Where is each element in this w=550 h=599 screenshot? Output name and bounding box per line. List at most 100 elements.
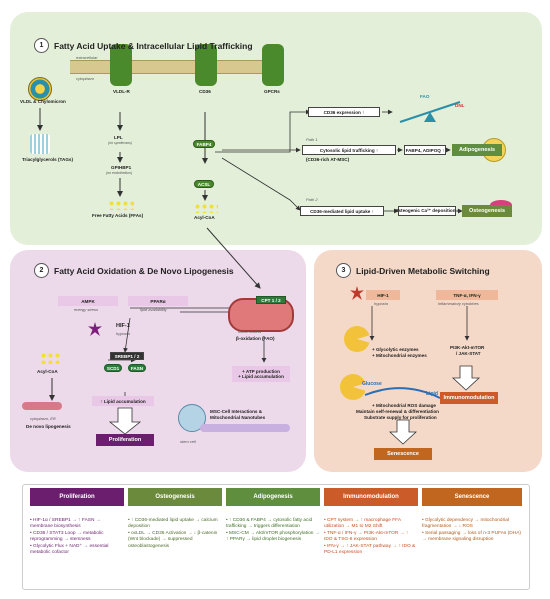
acylcoa-label: Acyl-CoA bbox=[194, 215, 215, 220]
pi3k-label: PI3K-Akt-mTOR bbox=[450, 345, 485, 350]
panel-2-number: 2 bbox=[34, 263, 49, 278]
fasn-badge: FASN bbox=[128, 364, 146, 372]
panel-1-number: 1 bbox=[34, 38, 49, 53]
dnl-2-label: De novo lipogenesis bbox=[26, 424, 71, 429]
acylcoa-dots-icon bbox=[194, 203, 218, 213]
header-proliferation: Proliferation bbox=[30, 488, 124, 506]
hif1-3-box: HIF-1 bbox=[366, 290, 400, 300]
list-item: • CD36 / STAT3 Loop → metabolic reprogra… bbox=[30, 530, 104, 543]
atp-line-2: + Lipid accumulation bbox=[238, 374, 284, 379]
cd36-label: CD36 bbox=[199, 89, 211, 94]
list-item: • TNF-α / IFN-γ → PI3K-Akt-mTOR → ↑ IDO … bbox=[324, 530, 409, 543]
extracellular-label: extracellular bbox=[76, 55, 98, 60]
scd1-badge: SCD1 bbox=[104, 364, 122, 372]
summary-table-border bbox=[22, 484, 530, 590]
gpihbp1-sublabel: (on endothelium) bbox=[106, 171, 133, 175]
vldl-label: VLDL & Chylomicron bbox=[20, 99, 66, 104]
ros-line-3: Substrate supply for proliferation bbox=[364, 415, 437, 420]
panel-3-number: 3 bbox=[336, 263, 351, 278]
hif1-3-sublabel: hypoxia bbox=[374, 301, 388, 306]
column-senescence: • Glycolytic dependency → mitochondrial … bbox=[422, 518, 522, 544]
srebp-badge: SREBP1 / 2 bbox=[110, 352, 144, 360]
ros-line-2: Maintain self-renewal & differentiation bbox=[356, 409, 439, 414]
column-adipogenesis: • ↑ CD36 & FABP4 → cytosolic fatty acid … bbox=[226, 518, 320, 544]
ffa-dots-icon bbox=[108, 200, 134, 210]
ffas-label: Free Fatty Acids (FFAs) bbox=[92, 213, 144, 218]
tnf-sublabel: inflammatory cytokines bbox=[438, 301, 479, 306]
cd36-expression-box: CD36 expression ↑ bbox=[308, 107, 380, 117]
atp-box: + ATP production + Lipid accumulation bbox=[232, 366, 290, 382]
ros-line-1: + Mitochondrial ROS damage bbox=[372, 403, 436, 408]
panel-1-header: 1 Fatty Acid Uptake & Intracellular Lipi… bbox=[34, 38, 253, 53]
acsl-badge: ACSL bbox=[194, 180, 214, 188]
lipid-accumulation-box: ↑ Lipid accumulation bbox=[92, 396, 154, 406]
immunomodulation-badge: Immunomodulation bbox=[440, 392, 498, 404]
column-osteogenesis: • ↑ CD36-mediated lipid uptake → calcium… bbox=[128, 518, 222, 550]
jakstat-label: / JAK-STAT bbox=[456, 351, 481, 356]
gpcrs-label: GPCRs bbox=[264, 89, 280, 94]
lpl-sublabel: (on syndecans) bbox=[108, 141, 132, 145]
glucose-label: Glucose bbox=[362, 381, 382, 387]
panel-3-background bbox=[314, 250, 542, 472]
header-osteogenesis: Osteogenesis bbox=[128, 488, 222, 506]
path1-label: Path 1 bbox=[306, 137, 318, 142]
tnf-box: TNF-α, IFN-γ bbox=[436, 290, 498, 300]
path2-label: Path 2 bbox=[306, 197, 318, 202]
path2-uptake-box: CD36-mediated lipid uptake ↑ bbox=[300, 206, 384, 216]
path1-fabp4-box: FABP4, ADIPOQ ↑ bbox=[404, 145, 446, 155]
list-item: • Glycolytic dependency → mitochondrial … bbox=[422, 518, 509, 530]
lpl-label: LPL bbox=[114, 135, 123, 140]
path1-trafficking-box: Cytosolic lipid trafficking ↑ bbox=[302, 145, 396, 155]
ampk-sublabel: energy stress bbox=[74, 307, 99, 312]
msc-nanotubes-label: Mitochondrial Nanotubes bbox=[210, 415, 266, 420]
column-immunomodulation: • CPT system → ↑ macrophage FFA utilizat… bbox=[324, 518, 418, 557]
tags-label: Triacylglycerols (TAGs) bbox=[22, 157, 73, 162]
stem-cell-label: stem cell bbox=[180, 439, 196, 444]
panel-3-title: Lipid-Driven Metabolic Switching bbox=[356, 265, 490, 276]
fao-label: FAO bbox=[420, 94, 430, 99]
triacylglycerol-icon bbox=[30, 134, 50, 154]
list-item: • IFN-γ → ↑ JAK-STAT pathway → ↑ IDO & P… bbox=[324, 543, 416, 556]
acylcoa-dots-2-icon bbox=[40, 352, 62, 364]
path2-calcium-box: Osteogenic Ca²⁺ deposition ↑ bbox=[395, 206, 459, 216]
list-item: • HIF-1α / SREBP1 → ↑ FASN → membrane bi… bbox=[30, 518, 101, 530]
cytoplasm-label: cytoplasm bbox=[76, 76, 95, 81]
vldl-receptor-icon bbox=[110, 44, 132, 86]
glycolytic-label: + Glycolytic enzymes bbox=[372, 347, 419, 352]
mito-enzymes-label: + Mitochondrial enzymes bbox=[372, 353, 427, 358]
list-item: • Glycolytic Flux + NAD⁺ → essential met… bbox=[30, 543, 109, 556]
list-item: • MSC-CM → Akt/mTOR phosphorylation → ↑ … bbox=[226, 530, 320, 543]
panel-2-title: Fatty Acid Oxidation & De Novo Lipogenes… bbox=[54, 265, 234, 276]
dnl-label: DNL bbox=[455, 103, 465, 108]
proliferation-badge: Proliferation bbox=[96, 434, 154, 446]
lipid-label: Lipid bbox=[426, 391, 438, 397]
gpihbp1-label: GPIHBP1 bbox=[111, 165, 132, 170]
bfao-label: β-oxidation (FAO) bbox=[236, 336, 275, 341]
list-item: • ↑ CD36-mediated lipid uptake → calcium… bbox=[128, 518, 218, 530]
adipogenesis-badge: Adipogenesis bbox=[452, 144, 502, 156]
list-item: • oxLDL → CD36 Activation → ↓ β-catenin … bbox=[128, 530, 218, 549]
panel-1-title: Fatty Acid Uptake & Intracellular Lipid … bbox=[54, 40, 253, 51]
ppara-sublabel: lipid availability bbox=[140, 307, 167, 312]
fabp4-badge: FABP4 bbox=[193, 140, 215, 148]
cyto-er-label: cytoplasm, ER bbox=[30, 416, 56, 421]
list-item: • CPT system → ↑ macrophage FFA utilizat… bbox=[324, 518, 401, 530]
path1-trafficking-sublabel: (CD36-rich AT-MSC) bbox=[306, 157, 350, 162]
er-icon bbox=[22, 402, 62, 410]
ampk-box: AMPK bbox=[58, 296, 118, 306]
nanotube-icon bbox=[200, 424, 290, 432]
hif1-label: HIF-1 bbox=[116, 323, 130, 329]
atp-line-1: + ATP production bbox=[242, 368, 280, 374]
osteogenesis-badge: Osteogenesis bbox=[462, 205, 512, 217]
panel-2-header: 2 Fatty Acid Oxidation & De Novo Lipogen… bbox=[34, 263, 234, 278]
mitochondria-label: mitochondria bbox=[238, 329, 261, 334]
column-proliferation: • HIF-1α / SREBP1 → ↑ FASN → membrane bi… bbox=[30, 518, 124, 557]
acylcoa-2-label: Acyl-CoA bbox=[37, 369, 58, 374]
header-immunomodulation: Immunomodulation bbox=[324, 488, 418, 506]
ppara-box: PPARα bbox=[128, 296, 188, 306]
panel-3-header: 3 Lipid-Driven Metabolic Switching bbox=[336, 263, 490, 278]
list-item: • ↑ CD36 & FABP4 → cytosolic fatty acid … bbox=[226, 518, 313, 530]
list-item: • Serial passaging → loss of n-3 PUFAs (… bbox=[422, 530, 521, 543]
vldlr-label: VLDL-R bbox=[113, 89, 130, 94]
cd36-receptor-icon bbox=[195, 44, 217, 86]
